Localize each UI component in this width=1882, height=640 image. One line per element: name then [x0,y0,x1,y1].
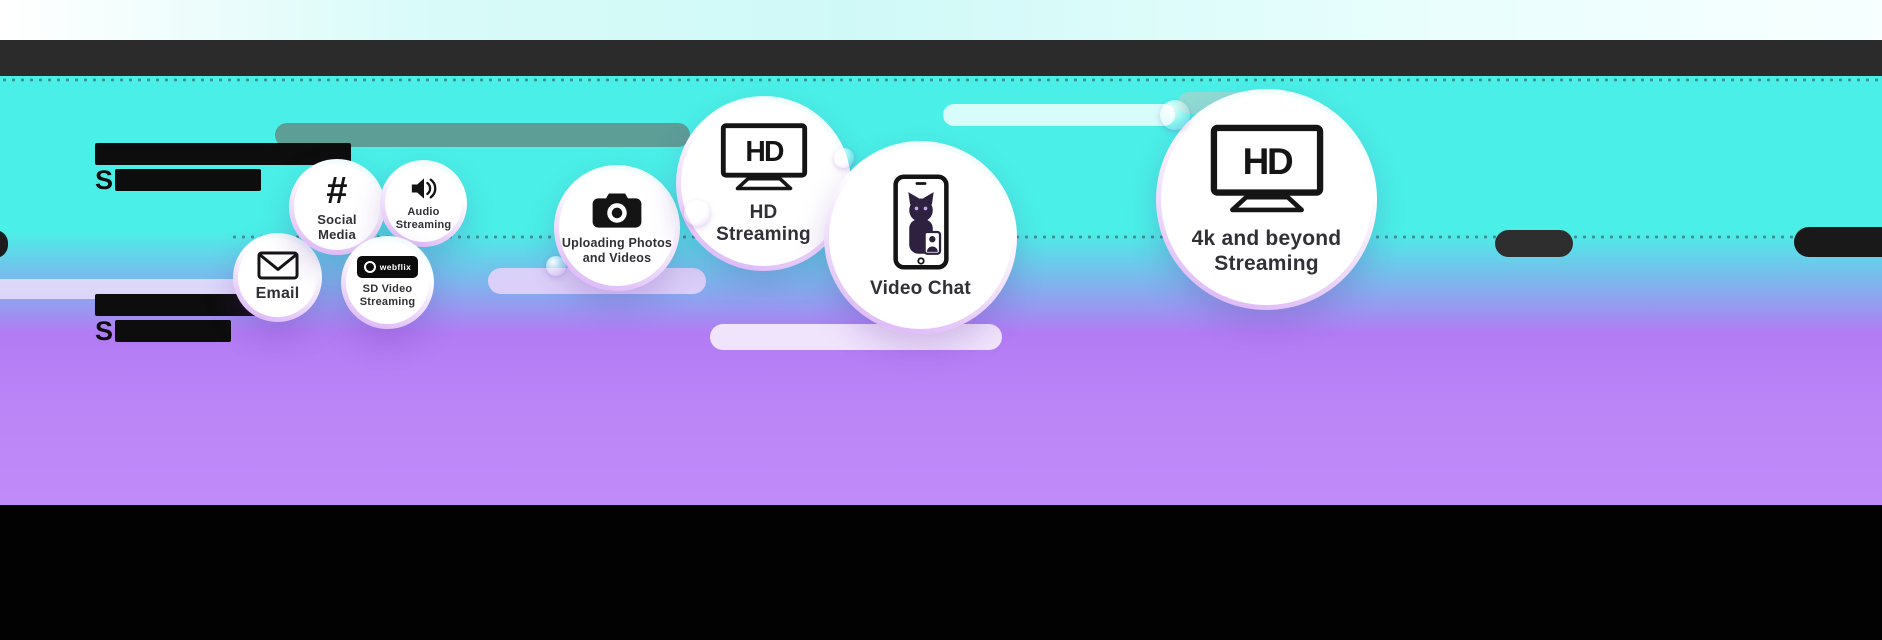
bubble-audio-streaming: Audio Streaming [380,160,467,247]
tv-hd-icon: HD [1210,125,1323,213]
redacted-heading-1: S [95,143,351,195]
bubble-decoration [1160,100,1190,130]
camera-icon [592,193,642,228]
bubble-label: Audio Streaming [395,206,452,231]
redacted-letter: S [95,165,114,195]
decor-pill [943,104,1175,126]
speaker-icon [411,178,436,199]
tv-hd-icon: HD [720,122,807,190]
bubble-hd-streaming: HD HD Streaming [676,96,851,271]
bubble-video-chat: Video Chat [824,141,1017,334]
bubble-label: HD Streaming [716,201,811,245]
bubble-decoration [834,148,854,168]
decor-pill [710,324,1002,350]
bubble-decoration [546,256,566,276]
top-dark-bar [0,40,1882,76]
redacted-bar [115,320,232,342]
tv-screen-text: HD [1242,141,1292,182]
bubble-decoration [684,200,710,226]
bottom-dark-bar [0,505,1882,640]
decor-pill-dark [0,230,8,258]
decor-pill-dark [1794,227,1882,257]
bubble-uploading-photos-videos: Uploading Photos and Videos [554,165,680,291]
bubble-label: Video Chat [870,278,971,300]
redacted-bar [95,294,262,316]
envelope-icon [256,251,299,280]
dotted-line-top [0,78,1882,82]
redacted-heading-2: S [95,294,262,346]
redacted-bar [95,143,351,165]
bubble-4k-streaming: HD 4k and beyond Streaming [1156,89,1377,310]
hashtag-icon: # [326,169,348,212]
bubble-label: SD Video Streaming [359,283,416,308]
bubble-sd-video-streaming: webflix SD Video Streaming [341,236,434,329]
top-gradient-strip [0,0,1882,40]
decor-pill-dark [1495,230,1573,257]
redacted-bar [115,169,262,191]
bubble-label: Uploading Photos and Videos [561,235,673,265]
dotted-line-middle [230,235,1882,239]
tv-screen-text: HD [745,135,784,167]
redacted-letter: S [95,316,114,346]
bubble-label: Social Media [317,211,357,242]
bubble-email: Email [233,233,322,322]
phone-cat-icon [892,174,949,270]
webflix-badge: webflix [356,256,419,279]
webflix-badge-text: webflix [379,262,412,273]
bubble-label: Email [255,285,300,303]
webflix-logo-dot [363,261,376,274]
bubble-label: 4k and beyond Streaming [1191,227,1342,275]
